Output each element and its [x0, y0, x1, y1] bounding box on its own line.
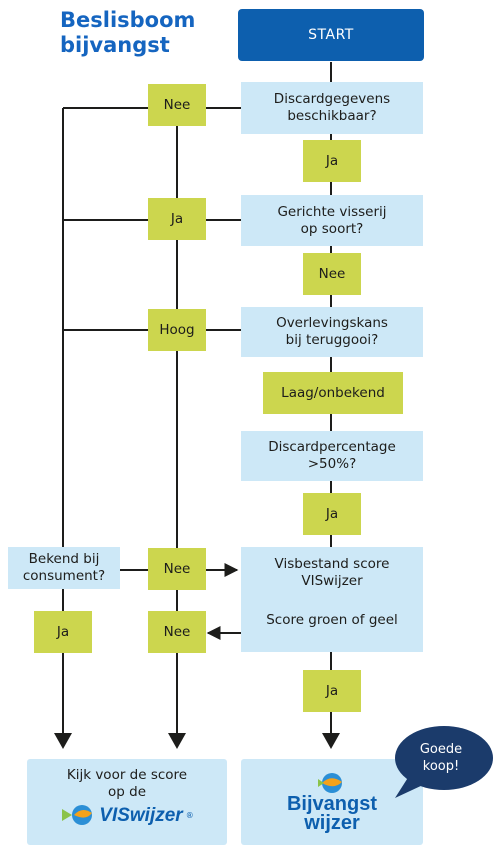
down-arrow-left	[54, 733, 72, 749]
question-overlevingskans: Overlevingskans bij teruggooi?	[241, 307, 423, 357]
title-line-1: Beslisboom	[60, 8, 196, 32]
answer-nee: Nee	[148, 611, 206, 653]
bubble-line: Goede	[419, 742, 463, 757]
outcome-bijvangstwijzer: Bijvangst wijzer	[241, 759, 423, 845]
answer-label: Nee	[163, 623, 191, 640]
answer-ja: Ja	[303, 670, 361, 712]
answer-nee: Nee	[148, 84, 206, 126]
answer-label: Ja	[56, 623, 70, 640]
speech-bubble-text: Goede koop!	[398, 741, 484, 775]
viswijzer-logo: VISwijzer ®	[60, 803, 194, 827]
question-line: Visbestand score	[274, 556, 390, 572]
answer-laag-onbekend: Laag/onbekend	[263, 372, 403, 414]
answer-label: Ja	[170, 210, 184, 227]
question-line: VISwijzer	[301, 573, 363, 589]
answer-hoog: Hoog	[148, 309, 206, 351]
question-line: Bekend bij	[28, 551, 100, 567]
bubble-line: koop!	[422, 759, 460, 774]
answer-label: Nee	[163, 560, 191, 577]
question-gerichte-visserij: Gerichte visserij op soort?	[241, 195, 423, 246]
viswijzer-word: VISwijzer	[99, 804, 183, 826]
answer-ja: Ja	[148, 198, 206, 240]
page-title: Beslisboom bijvangst	[60, 8, 195, 58]
answer-label: Ja	[325, 682, 339, 699]
question-score-groen: Score groen of geel	[266, 612, 398, 628]
start-label: START	[308, 26, 354, 43]
fish-globe-icon	[62, 805, 93, 825]
answer-label: Nee	[318, 265, 346, 282]
question-line: Discardpercentage	[268, 439, 396, 455]
answer-label: Nee	[163, 96, 191, 113]
wijzer-word: wijzer	[304, 812, 360, 834]
question-visbestand: Visbestand score VISwijzer Score groen o…	[241, 547, 423, 652]
question-line: Gerichte visserij	[277, 203, 387, 220]
answer-label: Laag/onbekend	[281, 384, 385, 401]
bijvangst-word: Bijvangst	[286, 793, 378, 815]
question-line: >50%?	[307, 456, 357, 472]
answer-ja: Ja	[303, 140, 361, 182]
down-arrow-right	[322, 733, 340, 749]
answer-label: Ja	[325, 505, 339, 522]
question-bekend-bij-consument: Bekend bij consument?	[8, 547, 120, 589]
answer-ja: Ja	[34, 611, 92, 653]
question-line: consument?	[22, 568, 106, 584]
question-discardgegevens: Discardgegevens beschikbaar?	[241, 82, 423, 134]
question-line: Overlevingskans	[276, 315, 388, 331]
start-box: START	[238, 9, 424, 61]
answer-nee: Nee	[303, 253, 361, 295]
question-line: beschikbaar?	[287, 108, 377, 124]
question-discardpercentage: Discardpercentage >50%?	[241, 431, 423, 481]
answer-ja: Ja	[303, 493, 361, 535]
fish-globe-icon	[318, 773, 342, 793]
outcome-viswijzer: Kijk voor de score op de VISwijzer ®	[27, 759, 227, 845]
down-arrow-middle	[168, 733, 186, 749]
question-line: bij teruggooi?	[285, 332, 379, 348]
answer-label: Ja	[325, 152, 339, 169]
answer-nee: Nee	[148, 548, 206, 590]
answer-label: Hoog	[159, 321, 195, 338]
outcome-text: Kijk voor de score	[66, 767, 188, 783]
speech-bubble	[395, 726, 493, 798]
question-line: op soort?	[300, 220, 364, 237]
outcome-text: op de	[108, 784, 146, 800]
question-line: Discardgegevens	[273, 91, 391, 107]
title-line-2: bijvangst	[60, 33, 170, 57]
registered-mark: ®	[185, 811, 194, 820]
